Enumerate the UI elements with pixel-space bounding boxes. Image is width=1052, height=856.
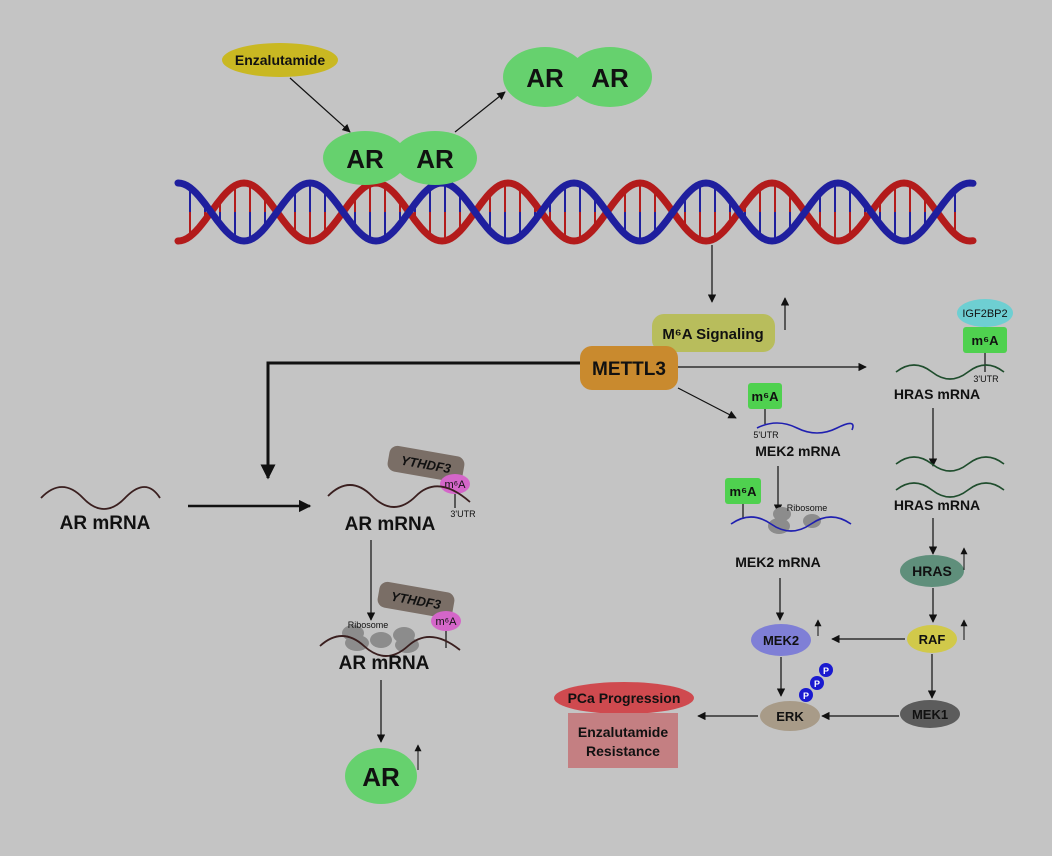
m6a-label: m⁶A bbox=[972, 333, 1000, 348]
mek2-mrna-strand bbox=[730, 516, 852, 532]
mettl3-node bbox=[580, 346, 678, 390]
ar-mrna-strand bbox=[40, 486, 161, 510]
arrow-mettl3-to-ar-mrna bbox=[260, 361, 580, 480]
m6a-label: m⁶A bbox=[435, 616, 457, 628]
hras-node bbox=[900, 555, 964, 587]
m6a-label: m⁶A bbox=[444, 479, 466, 491]
arrow-ar-dissociate bbox=[454, 91, 506, 133]
resistance-node bbox=[568, 713, 678, 768]
ythdf3-node bbox=[377, 581, 455, 619]
phospho-label: P bbox=[803, 691, 809, 701]
m6a-signaling-node bbox=[652, 314, 775, 352]
mek2-label: MEK2 bbox=[763, 633, 799, 648]
raf-node bbox=[907, 625, 957, 653]
mek2-node bbox=[751, 624, 811, 656]
mek2-mrna-label: MEK2 mRNA bbox=[735, 554, 821, 570]
ar-monomer-right bbox=[393, 131, 477, 185]
m6a-box-hras bbox=[963, 327, 1007, 353]
ar-protein-node bbox=[345, 748, 417, 804]
mek1-label: MEK1 bbox=[912, 707, 948, 722]
mek2-mrna-strand bbox=[756, 422, 854, 434]
ribosome bbox=[370, 632, 392, 648]
phospho-circle bbox=[799, 688, 813, 702]
hras-label: HRAS bbox=[912, 563, 952, 579]
hras-mrna-strand bbox=[895, 456, 1005, 472]
dna-helix bbox=[174, 179, 977, 245]
ar-label: AR bbox=[591, 63, 629, 93]
pca-progression-node bbox=[554, 682, 694, 714]
ar-monomer-right bbox=[568, 47, 652, 107]
hras-mrna-strand bbox=[895, 482, 1005, 498]
arrow-mettl3-to-mek2 bbox=[677, 387, 737, 419]
m6a-label: m⁶A bbox=[752, 389, 780, 404]
mettl3-label: METTL3 bbox=[592, 359, 666, 380]
m6a-node-ar bbox=[431, 611, 461, 631]
resistance-label-line2: Resistance bbox=[586, 743, 660, 759]
m6a-label: m⁶A bbox=[730, 484, 758, 499]
ar-monomer-left bbox=[323, 131, 407, 185]
ar-dimer-free: AR AR bbox=[503, 47, 652, 107]
ar-label: AR bbox=[526, 63, 564, 93]
enzalutamide-node bbox=[222, 43, 338, 77]
ar-label: AR bbox=[416, 144, 454, 174]
ar-dimer-bound: AR AR bbox=[323, 131, 477, 185]
ar-label: AR bbox=[362, 762, 400, 792]
phospho-groups: P P P bbox=[799, 663, 833, 702]
ribosome bbox=[803, 514, 821, 528]
ar-monomer-left bbox=[503, 47, 587, 107]
dna-strand-red bbox=[174, 179, 977, 245]
arrow-enza-to-ar bbox=[289, 77, 351, 133]
ythdf3-node bbox=[387, 445, 465, 483]
igf2bp2-node bbox=[957, 299, 1013, 327]
three-utr-label: 3'UTR bbox=[973, 374, 999, 384]
hras-mrna-strand bbox=[895, 364, 1005, 380]
ribosome bbox=[773, 507, 791, 521]
ar-mrna-label: AR mRNA bbox=[60, 513, 151, 534]
phospho-label: P bbox=[823, 666, 829, 676]
mek1-node bbox=[900, 700, 960, 728]
erk-node bbox=[760, 701, 820, 731]
ar-mrna-label: AR mRNA bbox=[339, 653, 430, 674]
phospho-circle bbox=[810, 676, 824, 690]
resistance-label-line1: Enzalutamide bbox=[578, 724, 668, 740]
igf2bp2-label: IGF2BP2 bbox=[962, 308, 1007, 320]
ribosome-group bbox=[342, 625, 419, 653]
phospho-label: P bbox=[814, 679, 820, 689]
raf-label: RAF bbox=[919, 632, 946, 647]
ribosome-label: Ribosome bbox=[348, 620, 389, 630]
ribosome bbox=[768, 518, 790, 534]
five-utr-label: 5'UTR bbox=[753, 430, 779, 440]
ar-label: AR bbox=[346, 144, 384, 174]
ribosome-label: Ribosome bbox=[787, 503, 828, 513]
ribosome-group bbox=[768, 507, 821, 534]
hras-mrna-label: HRAS mRNA bbox=[894, 386, 980, 402]
ribosome bbox=[345, 635, 369, 651]
ar-mrna-strand bbox=[327, 484, 471, 508]
enzalutamide-label: Enzalutamide bbox=[235, 52, 325, 68]
hras-mrna-label: HRAS mRNA bbox=[894, 497, 980, 513]
three-utr-label: 3'UTR bbox=[450, 509, 476, 519]
erk-label: ERK bbox=[776, 709, 804, 724]
phospho-circle bbox=[819, 663, 833, 677]
ribosome bbox=[395, 637, 419, 653]
dna-strand-blue bbox=[174, 179, 977, 245]
pca-progression-label: PCa Progression bbox=[568, 690, 681, 706]
m6a-box-mek2-translating bbox=[725, 478, 761, 504]
ar-mrna-label: AR mRNA bbox=[345, 514, 436, 535]
mek2-mrna-label: MEK2 mRNA bbox=[755, 443, 841, 459]
m6a-box-mek2 bbox=[748, 383, 782, 409]
m6a-signaling-label: M⁶A Signaling bbox=[662, 326, 763, 343]
ar-mrna-strand bbox=[319, 635, 461, 657]
